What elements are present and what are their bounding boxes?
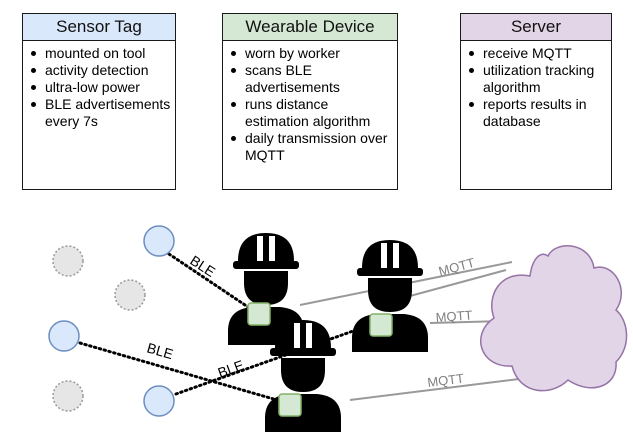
ble-links [78,252,372,402]
list-item: ultra-low power [31,79,171,96]
ble-label: BLE [216,357,246,381]
server-box: Server receive MQTT utilization tracking… [460,13,612,190]
wearable-device-title: Wearable Device [223,14,397,41]
list-item: daily transmission over MQTT [231,130,393,164]
server-cloud-icon [480,245,628,392]
sensor-tag-box: Sensor Tag mounted on tool activity dete… [22,13,176,190]
wearable-device-icon [369,313,393,337]
wearable-device-icon [247,302,271,326]
list-item: activity detection [31,62,171,79]
mqtt-link [349,376,536,401]
list-item: reports results in database [469,96,607,130]
idle-sensor-tag-icon [52,245,84,277]
list-item: utilization tracking algorithm [469,62,607,96]
server-title: Server [461,14,611,41]
list-item: mounted on tool [31,45,171,62]
list-item: worn by worker [231,45,393,62]
list-item: BLE advertisements every 7s [31,96,171,129]
list-item: receive MQTT [469,45,607,62]
list-item: runs distance estimation algorithm [231,96,393,130]
mqtt-label: MQTT [427,371,465,390]
ble-link [174,323,372,396]
mqtt-label: MQTT [437,255,477,279]
idle-sensor-tag-icon [114,279,146,311]
sensor-tag-icon [48,320,80,352]
sensor-tag-title: Sensor Tag [23,14,175,41]
sensor-tag-features: mounted on tool activity detection ultra… [23,41,175,130]
mqtt-link [409,269,507,297]
ble-link [167,252,250,309]
ble-label: BLE [145,340,175,363]
wearable-device-box: Wearable Device worn by worker scans BLE… [222,13,398,190]
wearable-device-icon [278,393,302,417]
server-features: receive MQTT utilization tracking algori… [461,41,611,130]
list-item: scans BLE advertisements [231,62,393,96]
mqtt-label: MQTT [435,307,473,325]
idle-sensor-tag-icon [52,380,84,412]
sensor-tag-icon [143,385,175,417]
wearable-device-features: worn by worker scans BLE advertisements … [223,41,397,164]
sensor-tag-icon [143,225,175,257]
ble-link [78,341,279,402]
